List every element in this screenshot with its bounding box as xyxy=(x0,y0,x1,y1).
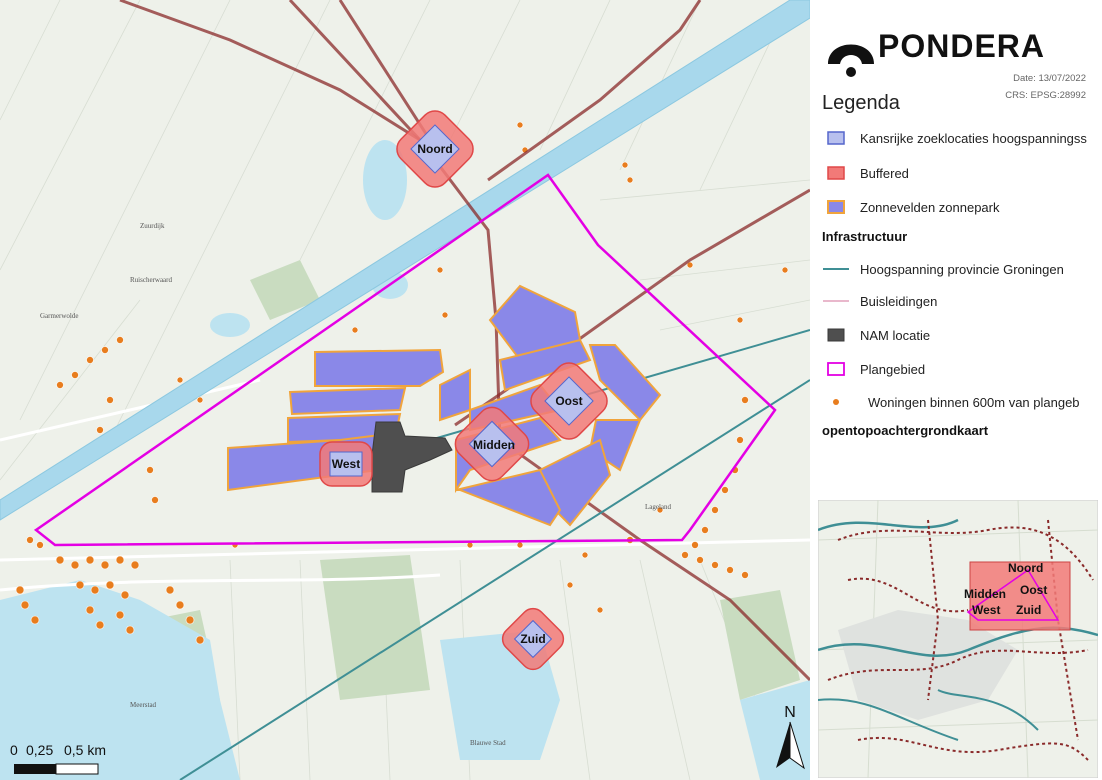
site-west: West xyxy=(319,441,373,487)
label-midden: Midden xyxy=(473,438,515,452)
legend-item-plangebied: Plangebied xyxy=(822,358,925,380)
roads xyxy=(0,378,810,592)
legend-item-woningen: Woningen binnen 600m van plangeb xyxy=(822,391,1080,413)
inset-label-oost: Oost xyxy=(1020,583,1047,597)
legend-item-buisleidingen: Buisleidingen xyxy=(823,293,938,309)
inset-label-zuid: Zuid xyxy=(1016,603,1041,617)
map-crs: CRS: EPSG:28992 xyxy=(1005,90,1086,101)
label-zuid: Zuid xyxy=(520,632,545,646)
nam-location xyxy=(371,421,453,493)
map-date: Date: 13/07/2022 xyxy=(1013,73,1086,84)
inset-label-noord: Noord xyxy=(1008,561,1043,575)
brand-name: PONDERA xyxy=(878,28,1046,64)
svg-text:Garmerwolde: Garmerwolde xyxy=(40,312,78,320)
plangebied-boundary xyxy=(33,173,777,547)
label-noord: Noord xyxy=(417,142,452,156)
site-midden: Midden xyxy=(454,406,530,482)
candidate-sites: Noord Oost Midden West Zuid xyxy=(319,110,608,671)
legend-heading-infrastructuur: Infrastructuur xyxy=(822,229,908,244)
site-zuid: Zuid xyxy=(501,607,565,671)
solar-fields xyxy=(227,284,662,527)
scale-label-025: 0,25 xyxy=(26,742,53,758)
legend-item-zonnevelden: Zonnevelden zonnepark xyxy=(822,196,1000,218)
main-map[interactable]: Noord Oost Midden West Zuid xyxy=(0,0,810,780)
label-west: West xyxy=(332,457,360,471)
place-labels: Zuurdijk Garmerwolde Ruischerwaard Lagel… xyxy=(40,222,672,747)
scale-bar: 0 0,25 0,5 km xyxy=(10,742,106,775)
svg-text:Ruischerwaard: Ruischerwaard xyxy=(130,276,172,284)
canal xyxy=(0,0,810,521)
site-oost: Oost xyxy=(530,362,608,440)
legend-heading-basemap: opentopoachtergrondkaart xyxy=(822,423,989,438)
inset-label-west: West xyxy=(972,603,1000,617)
legend-title: Legenda xyxy=(822,92,900,114)
overview-inset-map[interactable]: Noord Oost Midden West Zuid xyxy=(818,500,1098,778)
inset-label-midden: Midden xyxy=(964,587,1006,601)
svg-text:Meerstad: Meerstad xyxy=(130,701,157,709)
scale-label-05km: 0,5 km xyxy=(64,742,106,758)
label-oost: Oost xyxy=(555,394,582,408)
legend-item-nam-locatie: NAM locatie xyxy=(822,324,930,346)
svg-text:Lageland: Lageland xyxy=(645,503,672,511)
legend-item-buffered: Buffered xyxy=(822,162,909,184)
north-label: N xyxy=(784,704,796,721)
legend-item-kansrijke: Kansrijke zoeklocaties hoogspanningss xyxy=(822,127,1087,149)
svg-text:Zuurdijk: Zuurdijk xyxy=(140,222,165,230)
legend-item-hoogspanning: Hoogspanning provincie Groningen xyxy=(823,261,1064,277)
pondera-logo-icon xyxy=(828,44,874,77)
scale-label-0: 0 xyxy=(10,742,18,758)
svg-text:Blauwe Stad: Blauwe Stad xyxy=(470,739,506,747)
site-noord: Noord xyxy=(396,110,474,188)
north-arrow: N xyxy=(776,704,805,770)
